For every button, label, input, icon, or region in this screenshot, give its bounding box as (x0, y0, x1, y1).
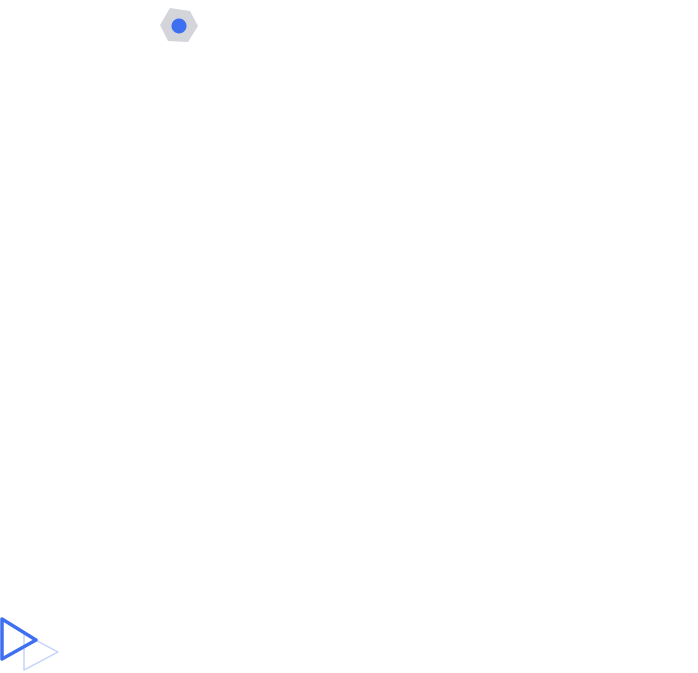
play-triangle-icon (0, 614, 62, 673)
play-triangle-back (23, 633, 59, 671)
play-triangle-front (0, 617, 38, 661)
blue-dot (171, 18, 187, 34)
hexagon-dot-icon[interactable] (159, 6, 199, 46)
